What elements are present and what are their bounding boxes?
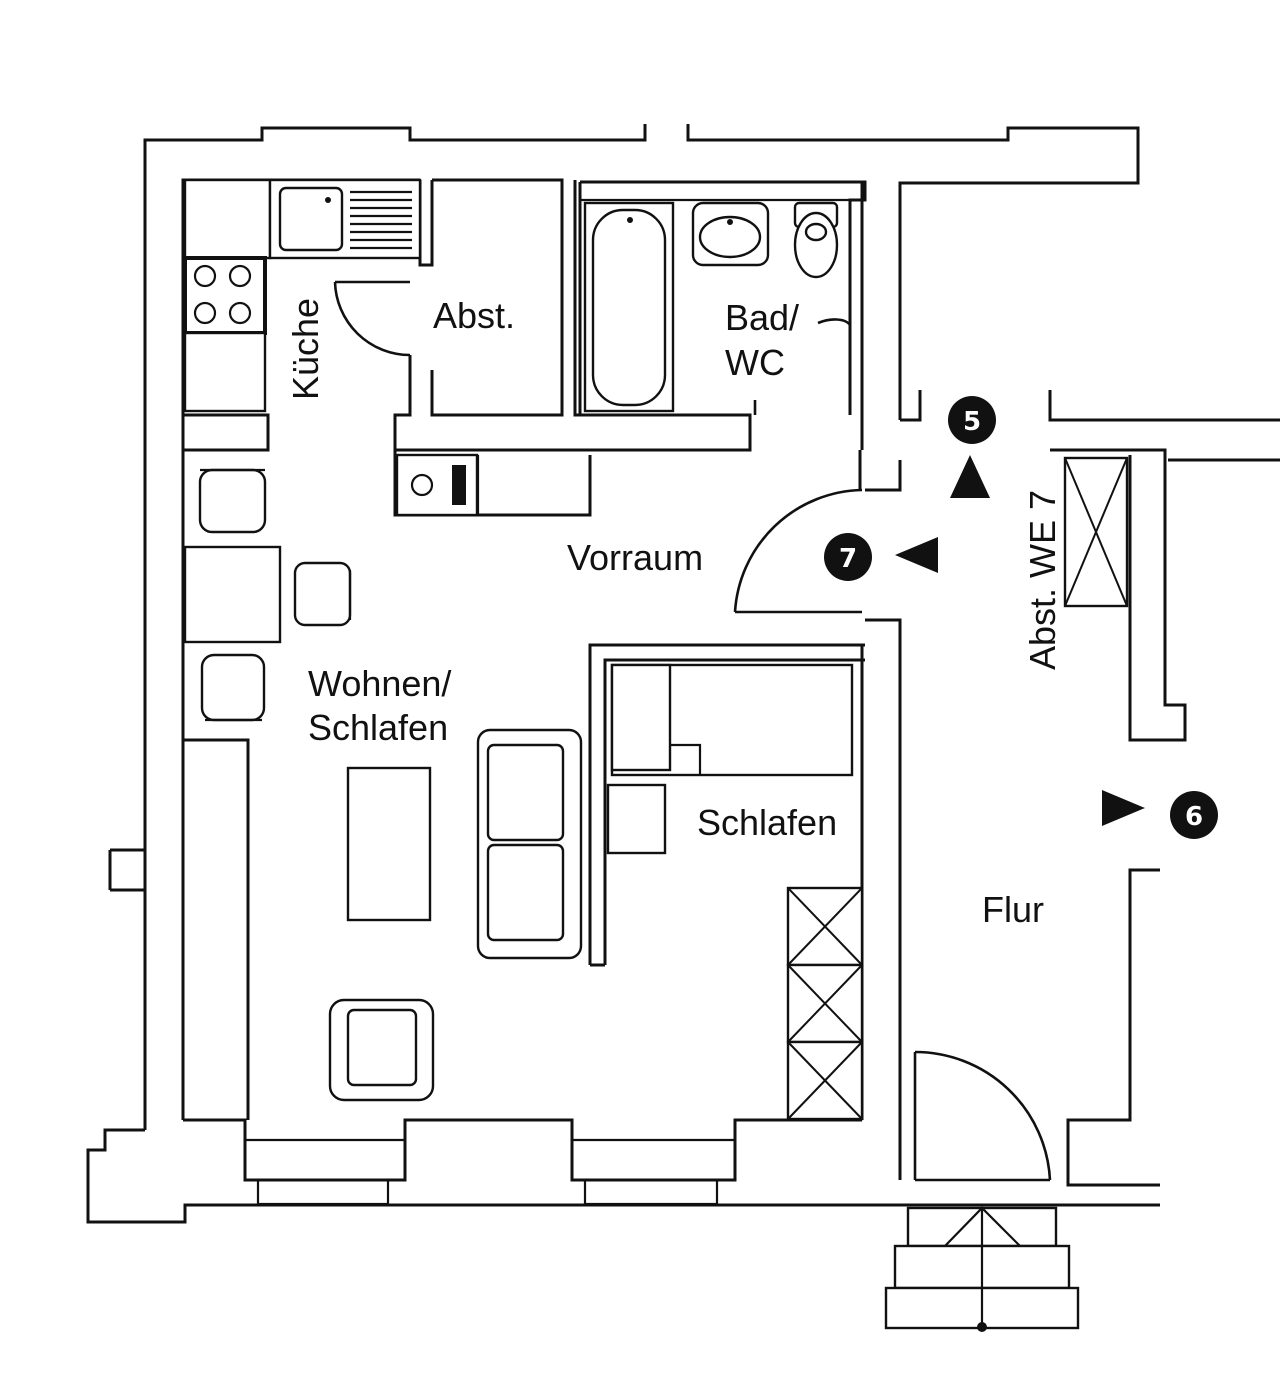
arrow-left-icon xyxy=(895,537,938,573)
outer-walls xyxy=(86,124,1280,1224)
label-vorraum: Vorraum xyxy=(567,537,703,578)
label-wohnen-line2: Schlafen xyxy=(308,707,448,748)
svg-text:5: 5 xyxy=(963,407,981,437)
label-abst-we: Abst. WE 7 xyxy=(1022,490,1063,670)
drain-board xyxy=(350,190,412,250)
label-kueche: Küche xyxy=(285,298,326,400)
room-labels: Küche Abst. Bad/ WC Vorraum Wohnen/ Schl… xyxy=(285,295,1063,930)
view-markers: 5 7 6 xyxy=(824,396,1218,839)
label-bad-line2: WC xyxy=(725,342,785,383)
arrow-up-icon xyxy=(950,455,990,498)
arrow-right-icon xyxy=(1102,790,1145,826)
interior-walls xyxy=(183,178,867,1120)
label-wohnen-line1: Wohnen/ xyxy=(308,663,451,704)
label-bad-line1: Bad/ xyxy=(725,297,799,338)
doors xyxy=(333,280,1052,1182)
marker-6: 6 xyxy=(1102,790,1218,839)
svg-text:7: 7 xyxy=(839,544,857,574)
entrance-steps xyxy=(884,1206,1080,1332)
label-flur: Flur xyxy=(982,889,1044,930)
svg-text:6: 6 xyxy=(1185,802,1203,832)
furniture xyxy=(183,178,1129,1332)
label-abstellraum: Abst. xyxy=(433,295,515,336)
label-schlafen: Schlafen xyxy=(697,802,837,843)
shaft xyxy=(1063,456,1129,608)
marker-5: 5 xyxy=(948,396,996,498)
stove-icon xyxy=(193,264,252,325)
marker-7: 7 xyxy=(824,533,938,581)
wardrobe xyxy=(786,886,864,1121)
